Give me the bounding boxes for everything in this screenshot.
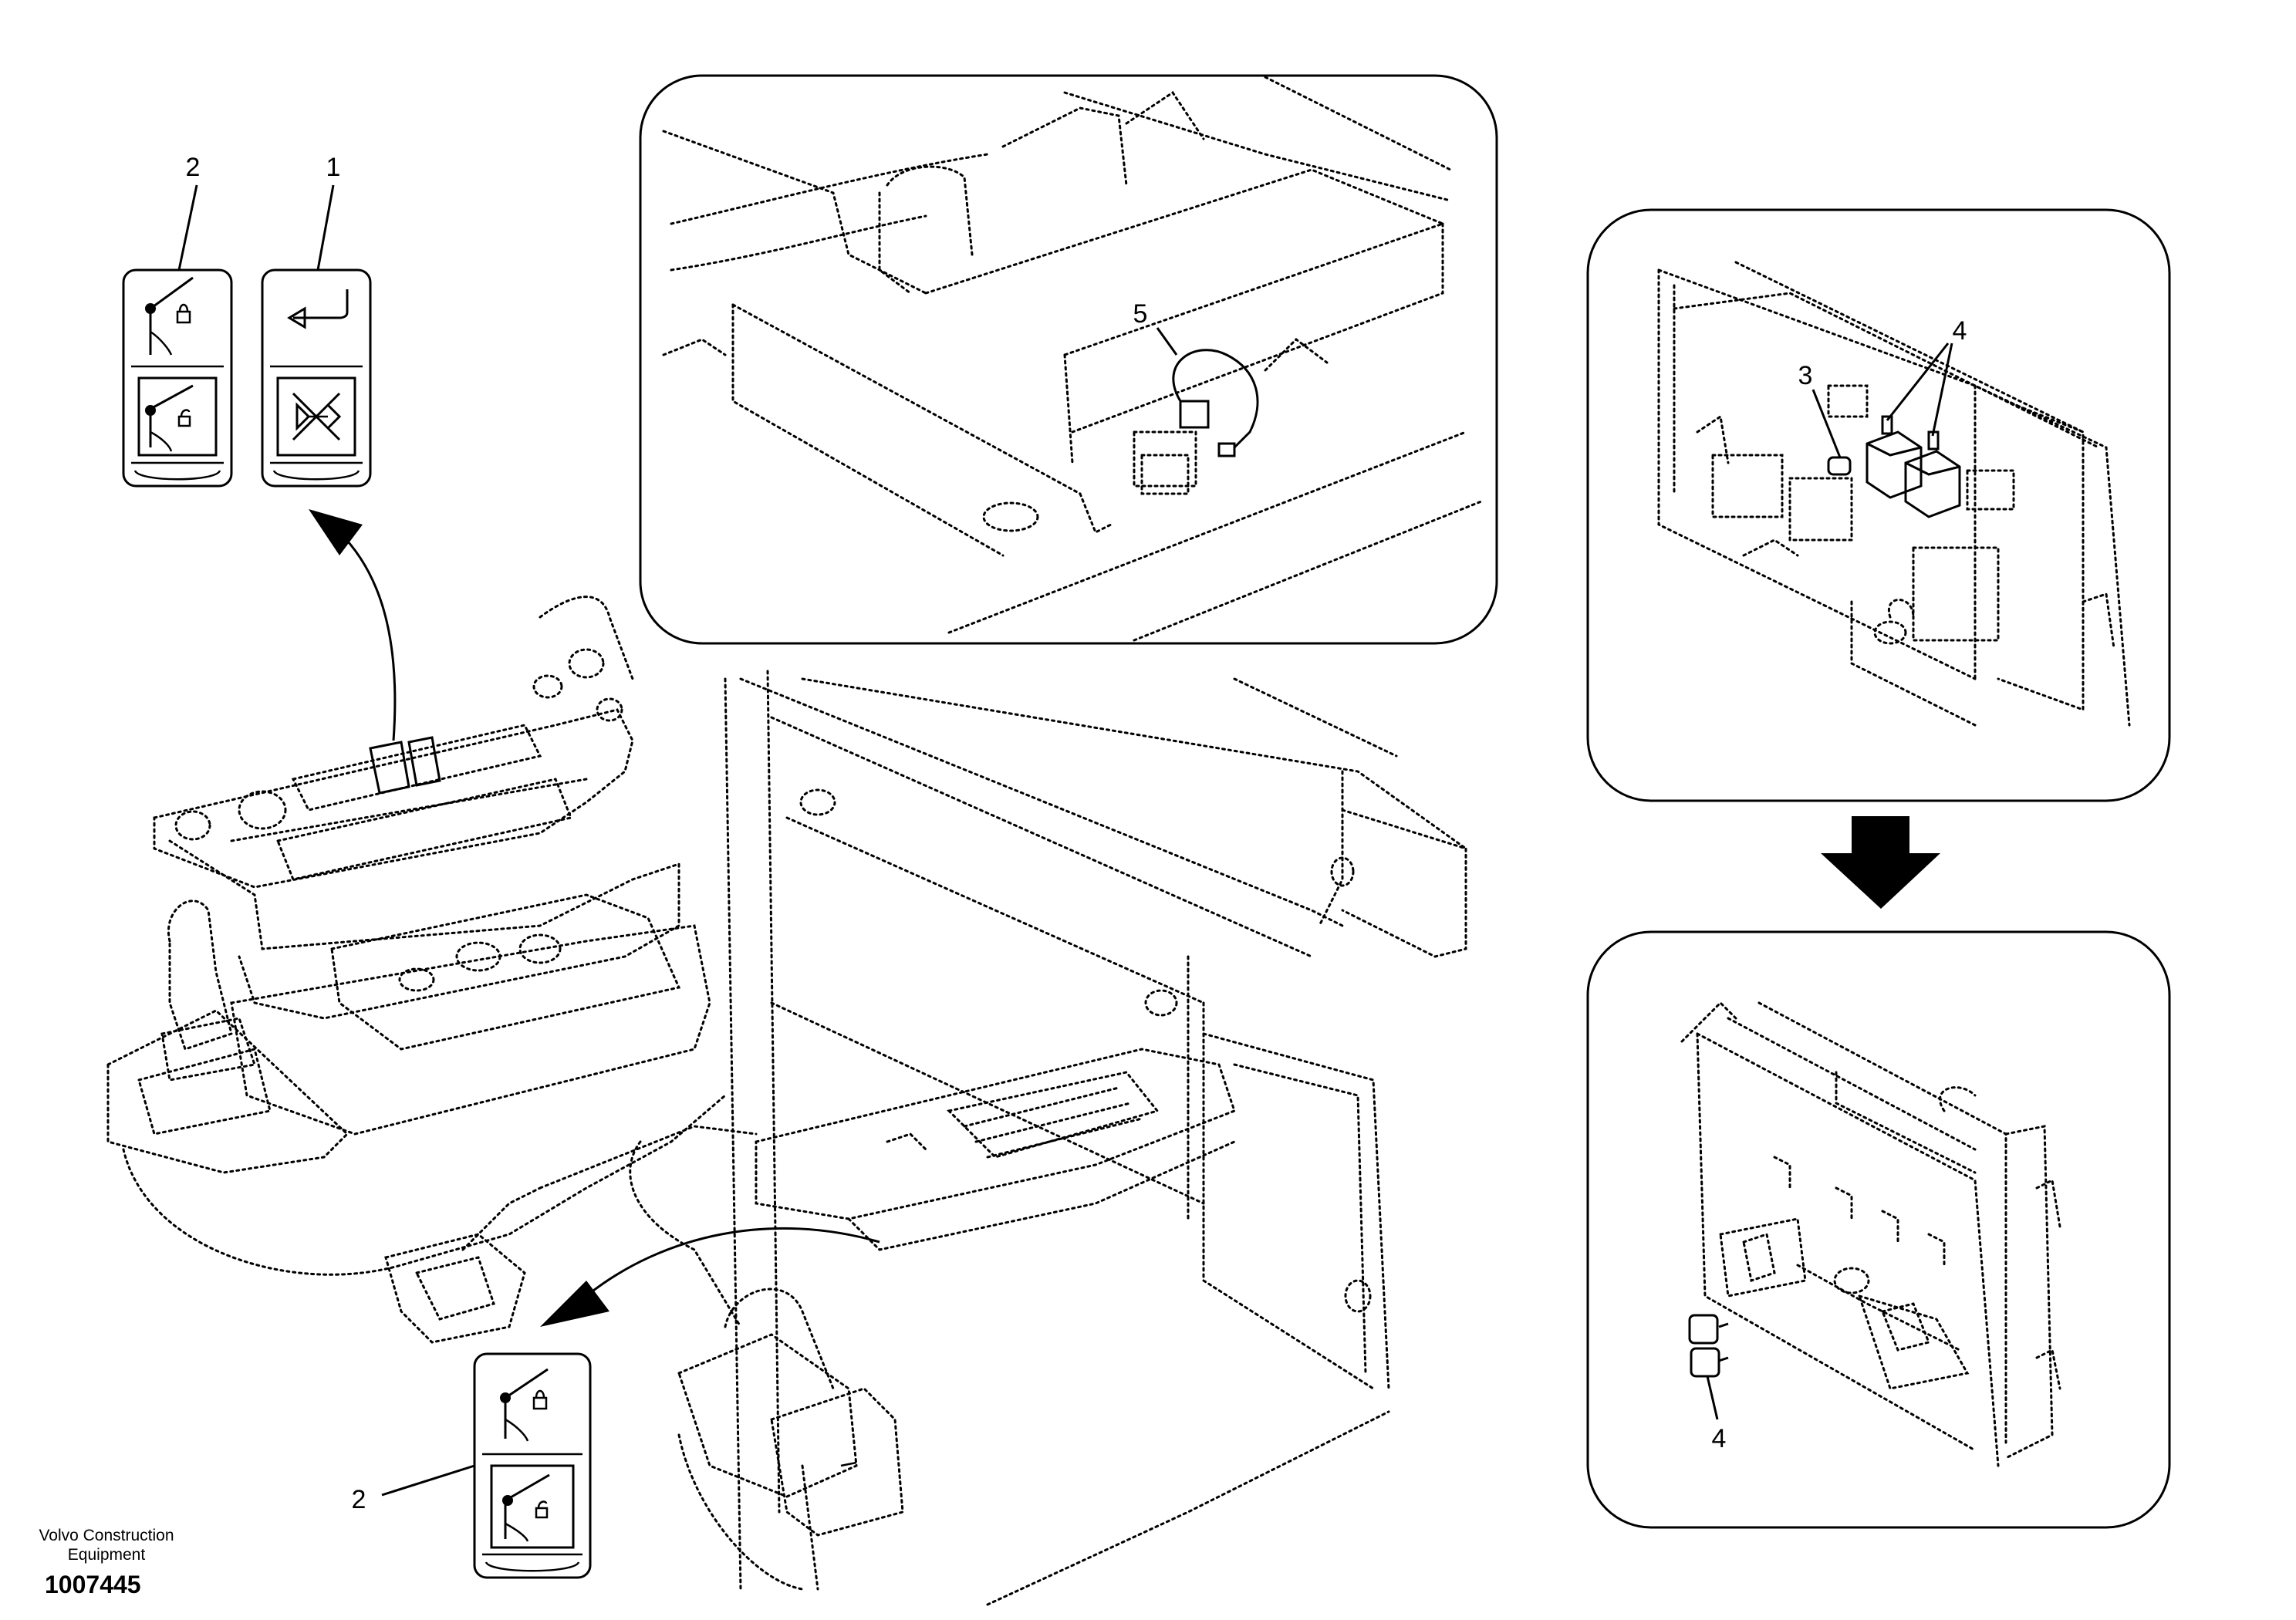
part-number: 1007445 [45,1571,141,1598]
down-arrow-icon [1821,816,1940,909]
callout-3: 3 [1798,361,1813,390]
leader-4-top [1886,343,1953,437]
lock-switch-icon-bottom [500,1368,549,1442]
arrow-to-bottom-switch [540,1227,880,1327]
leader-2-top [177,184,198,271]
leader-4-bottom [1706,1375,1719,1420]
cab-console-view [106,596,1467,1606]
unlock-switch-icon-bottom [502,1473,550,1542]
no-travel-icon [292,392,342,441]
return-arrow-icon [287,289,349,329]
inset-relay-box-after: 4 [1586,930,2171,1529]
unlock-switch-icon [145,384,194,452]
switch-panel-lock-top [122,268,233,488]
leader-1 [316,184,335,271]
callout-1: 1 [326,153,341,182]
inset-frame-harness: 5 [639,74,1498,645]
switch-panel-travel-alarm [261,268,372,488]
arrow-to-top-switches [309,509,397,741]
leader-5 [1156,327,1178,356]
lock-switch-icon [145,276,194,356]
callout-4-top: 4 [1953,316,1967,346]
inset-relay-box-before: 3 4 [1586,208,2171,802]
callout-2-bottom: 2 [352,1485,366,1514]
callout-2-top: 2 [186,153,201,182]
leader-2-bottom [381,1464,475,1497]
manufacturer-caption: Volvo Construction Equipment [39,1527,174,1564]
callout-5: 5 [1133,299,1148,329]
switch-panel-lock-bottom [473,1352,592,1579]
leader-3 [1811,389,1842,458]
callout-4-bottom: 4 [1712,1424,1727,1453]
